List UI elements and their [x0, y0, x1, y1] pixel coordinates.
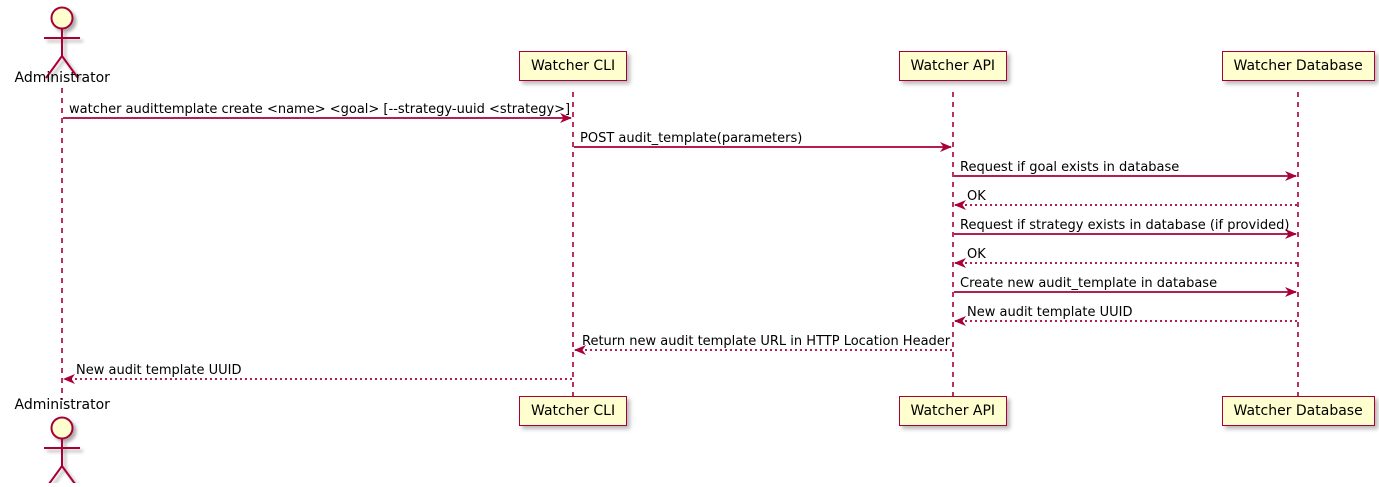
participant-box-watcher-database-bottom[interactable]: Watcher Database: [1221, 396, 1375, 426]
message-label-2: POST audit_template(parameters): [580, 131, 803, 146]
message-label-10: New audit template UUID: [76, 363, 242, 378]
message-label-7: Create new audit_template in database: [960, 276, 1218, 291]
message-label-5: Request if strategy exists in database (…: [960, 218, 1290, 233]
actor-figure-administrator-bottom: [44, 416, 80, 487]
participant-box-watcher-cli-top[interactable]: Watcher CLI: [519, 51, 628, 81]
actor-figure-administrator-top: [44, 6, 80, 79]
actor-label-administrator-bottom: Administrator: [14, 397, 110, 413]
participant-box-watcher-database-top[interactable]: Watcher Database: [1221, 51, 1375, 81]
actor-label-administrator-top: Administrator: [14, 70, 110, 86]
message-arrows-group: [63, 113, 1297, 384]
message-label-3: Request if goal exists in database: [960, 160, 1180, 175]
message-label-4: OK: [967, 189, 986, 204]
message-label-9: Return new audit template URL in HTTP Lo…: [582, 334, 951, 349]
participant-box-watcher-cli-bottom[interactable]: Watcher CLI: [519, 396, 628, 426]
participant-box-watcher-api-bottom[interactable]: Watcher API: [898, 396, 1008, 426]
message-label-8: New audit template UUID: [967, 305, 1133, 320]
message-label-1: watcher audittemplate create <name> <goa…: [69, 102, 571, 117]
message-label-6: OK: [967, 247, 986, 262]
lifelines-group: [61, 88, 1299, 400]
participant-box-watcher-api-top[interactable]: Watcher API: [898, 51, 1008, 81]
